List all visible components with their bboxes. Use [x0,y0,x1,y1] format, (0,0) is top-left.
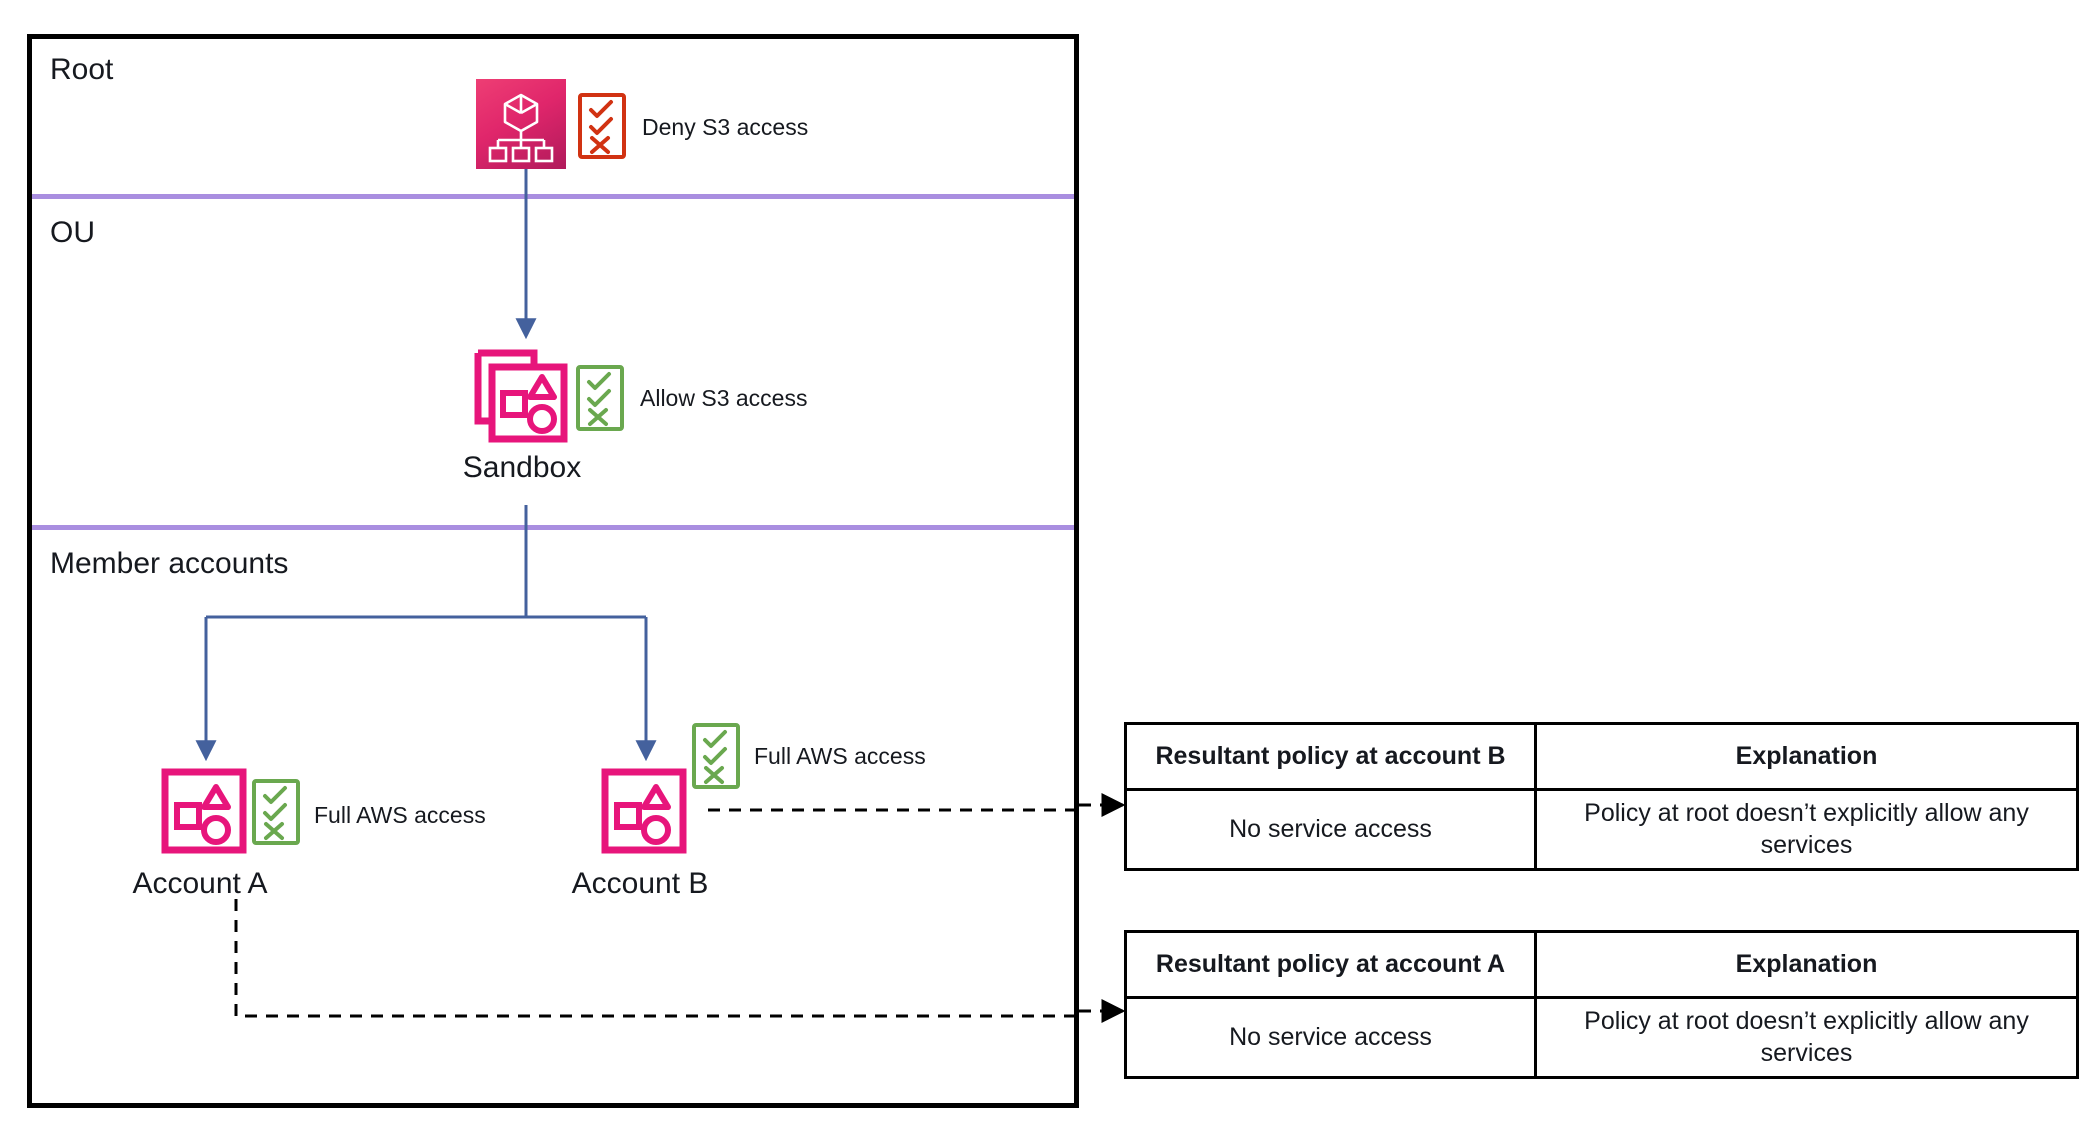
zone-label-ou: OU [50,216,95,249]
policy-checklist-allow-account-b [692,723,740,789]
resultant-policy-table-account-a: Resultant policy at account A Explanatio… [1124,930,2079,1079]
organizational-unit-icon [472,347,576,447]
policy-checklist-allow-account-a [252,779,300,845]
aws-organizations-icon [476,79,566,169]
table-row: No service access Policy at root doesn’t… [1124,788,2079,871]
table-b-header-policy: Resultant policy at account B [1124,722,1537,791]
table-a-header-explanation: Explanation [1534,930,2079,999]
table-b-cell-policy: No service access [1124,788,1537,871]
node-sandbox-ou[interactable]: Allow S3 access Sandbox [463,347,807,507]
zone-divider-root-ou [32,194,1074,199]
aws-account-icon [600,767,688,855]
policy-label-sandbox: Allow S3 access [640,385,808,411]
zone-label-root: Root [50,53,114,86]
table-a-header-policy: Resultant policy at account A [1124,930,1537,999]
policy-checklist-allow-ou [576,365,624,431]
policy-label-root: Deny S3 access [642,114,809,140]
node-caption-account-b: Account B [571,867,709,900]
node-root-organization[interactable]: Deny S3 access [476,79,808,179]
table-b-header-explanation: Explanation [1534,722,2079,791]
resultant-policy-table-account-b: Resultant policy at account B Explanatio… [1124,722,2079,871]
table-header-row: Resultant policy at account A Explanatio… [1124,930,2079,999]
table-row: No service access Policy at root doesn’t… [1124,996,2079,1079]
node-caption-account-a: Account A [132,867,268,900]
node-account-a[interactable]: Full AWS access Account A [132,767,486,927]
policy-label-account-a: Full AWS access [314,802,486,828]
aws-account-icon [160,767,248,855]
policy-checklist-deny [578,93,626,159]
zone-divider-ou-member [32,525,1074,530]
table-a-cell-policy: No service access [1124,996,1537,1079]
policy-label-account-b: Full AWS access [754,743,926,769]
node-caption-sandbox: Sandbox [462,451,582,484]
table-a-cell-explanation: Policy at root doesn’t explicitly allow … [1534,996,2079,1079]
zone-label-member: Member accounts [50,547,289,580]
organization-container: Root OU Member accounts [27,34,1084,1108]
table-header-row: Resultant policy at account B Explanatio… [1124,722,2079,791]
table-b-cell-explanation: Policy at root doesn’t explicitly allow … [1534,788,2079,871]
node-account-b[interactable]: Full AWS access Account B [572,723,926,927]
